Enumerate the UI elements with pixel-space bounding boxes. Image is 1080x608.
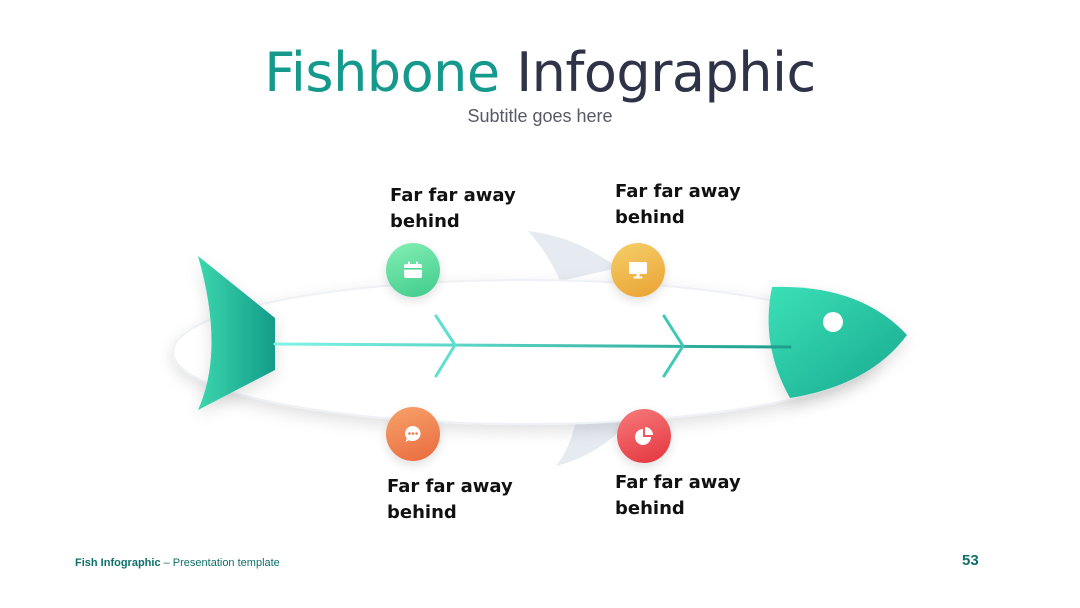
branch-label-4-line1: Far far away: [615, 472, 741, 493]
top-fin: [528, 231, 618, 281]
page-number: 53: [962, 552, 979, 569]
branch-label-2: Far far away behind: [615, 179, 775, 231]
branch-node-3[interactable]: [386, 407, 440, 461]
branch-label-2-line2: behind: [615, 207, 685, 228]
branch-label-1: Far far away behind: [390, 183, 550, 235]
footer-text: Fish Infographic – Presentation template: [75, 557, 280, 569]
branch-label-1-line2: behind: [390, 211, 460, 232]
bottom-fin: [556, 420, 630, 466]
branch-label-2-line1: Far far away: [615, 181, 741, 202]
fish-spine: [273, 342, 792, 349]
title-part-1: Fishbone: [264, 41, 500, 104]
branch-label-4-line2: behind: [615, 498, 685, 519]
branch-label-3: Far far away behind: [387, 474, 547, 526]
monitor-icon: [629, 262, 647, 279]
fish-tail: [198, 256, 275, 410]
page-subtitle: Subtitle goes here: [467, 106, 613, 126]
footer-rest: – Presentation template: [160, 557, 280, 569]
fish-eye: [823, 312, 843, 332]
page-title: Fishbone Infographic: [0, 40, 1080, 106]
fish-head: [768, 286, 907, 398]
title-part-2: Infographic: [516, 41, 816, 104]
branch-label-3-line2: behind: [387, 502, 457, 523]
branch-label-3-line1: Far far away: [387, 476, 513, 497]
calendar-icon: [404, 261, 422, 278]
chat-bubble-icon: [405, 426, 421, 442]
branch-label-4: Far far away behind: [615, 470, 775, 522]
bone-2: [662, 314, 685, 378]
branch-label-1-line1: Far far away: [390, 185, 516, 206]
branch-node-2[interactable]: [611, 243, 665, 297]
branch-node-1[interactable]: [386, 243, 440, 297]
pie-chart-icon: [635, 427, 653, 445]
bone-1: [434, 314, 457, 378]
footer-brand: Fish Infographic: [75, 557, 161, 569]
branch-node-4[interactable]: [617, 409, 671, 463]
